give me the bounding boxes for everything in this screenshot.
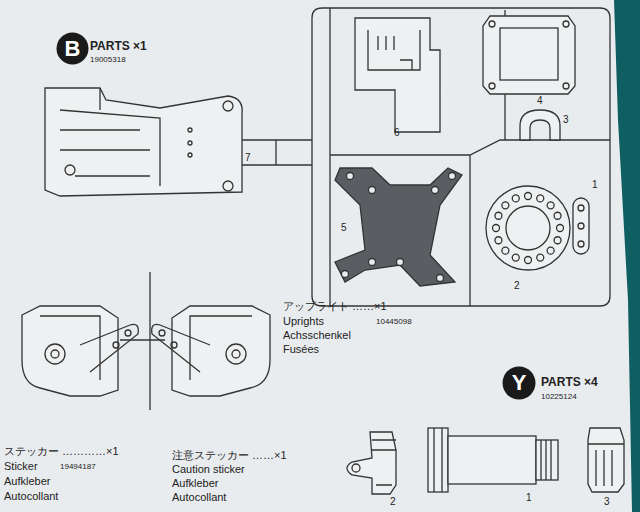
callout-number: 3 — [604, 496, 610, 508]
circle-fill — [503, 367, 536, 400]
disc-hole — [537, 254, 544, 261]
callout-number: 2 — [514, 280, 520, 292]
part-name: ステッカー …………×1 — [4, 445, 119, 458]
callout-number: 7 — [245, 152, 251, 164]
part-code: 19494187 — [60, 462, 96, 471]
disc-hole — [537, 195, 544, 202]
disc-hole — [495, 237, 502, 244]
part-name: 注意ステッカー ……×1 — [172, 449, 287, 462]
disc-hole — [502, 247, 509, 254]
part-name: Uprights — [283, 315, 324, 328]
circle-fill — [57, 33, 89, 65]
callout-number: 4 — [537, 95, 543, 107]
disc-hole — [547, 247, 554, 254]
disc-hole — [554, 212, 561, 219]
callout-number: 5 — [341, 222, 347, 234]
parts-letter: Y — [512, 372, 527, 394]
disc-hole — [512, 195, 519, 202]
parts-letter-circle: B — [56, 32, 89, 65]
part-name: Autocollant — [4, 490, 58, 503]
parts-letter: B — [65, 38, 81, 60]
part-name: Achsschenkel — [283, 329, 351, 342]
callout-number: 6 — [394, 127, 400, 139]
part-name: Aufkleber — [172, 477, 218, 490]
disc-hole — [547, 202, 554, 209]
callout-number: 2 — [390, 496, 396, 508]
disc-hole — [554, 237, 561, 244]
disc-hole — [512, 254, 519, 261]
part-name: Caution sticker — [172, 463, 245, 476]
parts-letter-circle: Y — [502, 366, 536, 400]
part-name: アップライト ……×1 — [283, 300, 387, 313]
parts-heading: PARTS ×1 — [90, 40, 147, 54]
part-name: Sticker — [4, 460, 38, 473]
disc-hole — [495, 212, 502, 219]
callout-number: 3 — [563, 114, 569, 126]
disc-hole — [525, 193, 532, 200]
part-code: 10225124 — [541, 392, 577, 401]
disc-hole — [493, 225, 500, 232]
part-code: 19005318 — [90, 55, 126, 64]
callout-number: 1 — [526, 492, 532, 504]
part-name: Aufkleber — [4, 475, 50, 488]
part-code: 10445098 — [376, 317, 412, 326]
callout-number: 1 — [592, 179, 598, 191]
disc-hole — [525, 257, 532, 264]
part-name: Autocollant — [172, 491, 226, 504]
disc-hole — [557, 225, 564, 232]
disc-hole — [502, 202, 509, 209]
part-name: Fusées — [283, 343, 319, 356]
parts-heading: PARTS ×4 — [541, 376, 598, 390]
